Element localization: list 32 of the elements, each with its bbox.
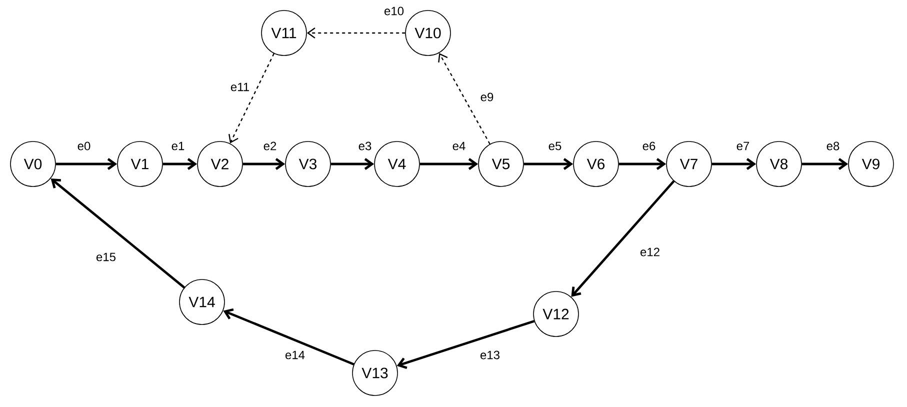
edge-label: e12 xyxy=(639,246,662,258)
arrow xyxy=(223,308,354,366)
arrow xyxy=(420,158,478,170)
arrow xyxy=(618,158,666,170)
arrow xyxy=(524,158,574,170)
arrow xyxy=(330,158,374,170)
arrow xyxy=(396,320,535,369)
edge-label: e1 xyxy=(170,140,186,152)
edge-label: e2 xyxy=(262,140,278,152)
arrow xyxy=(571,180,675,297)
edge-label: e5 xyxy=(547,140,563,152)
edge-label: e3 xyxy=(357,140,373,152)
edge-label: e4 xyxy=(451,140,467,152)
arrow xyxy=(802,158,848,170)
arrow xyxy=(438,53,490,144)
edge-label: e15 xyxy=(95,252,118,262)
arrow xyxy=(242,158,286,170)
edge-label: e8 xyxy=(825,140,841,152)
arrow xyxy=(162,158,198,170)
edge-label: e10 xyxy=(383,6,406,16)
edge-label: e13 xyxy=(479,350,502,360)
arrow xyxy=(228,53,274,144)
edge-label: e6 xyxy=(641,140,657,152)
edge-label: e7 xyxy=(735,140,751,152)
edge-label: e0 xyxy=(76,140,92,152)
edge-label: e11 xyxy=(229,82,251,92)
edge-label: e14 xyxy=(284,350,306,360)
arrow xyxy=(56,158,118,170)
arrow xyxy=(712,158,756,170)
edge-label: e9 xyxy=(479,92,495,102)
arrow xyxy=(306,28,406,38)
arrow xyxy=(50,178,186,288)
